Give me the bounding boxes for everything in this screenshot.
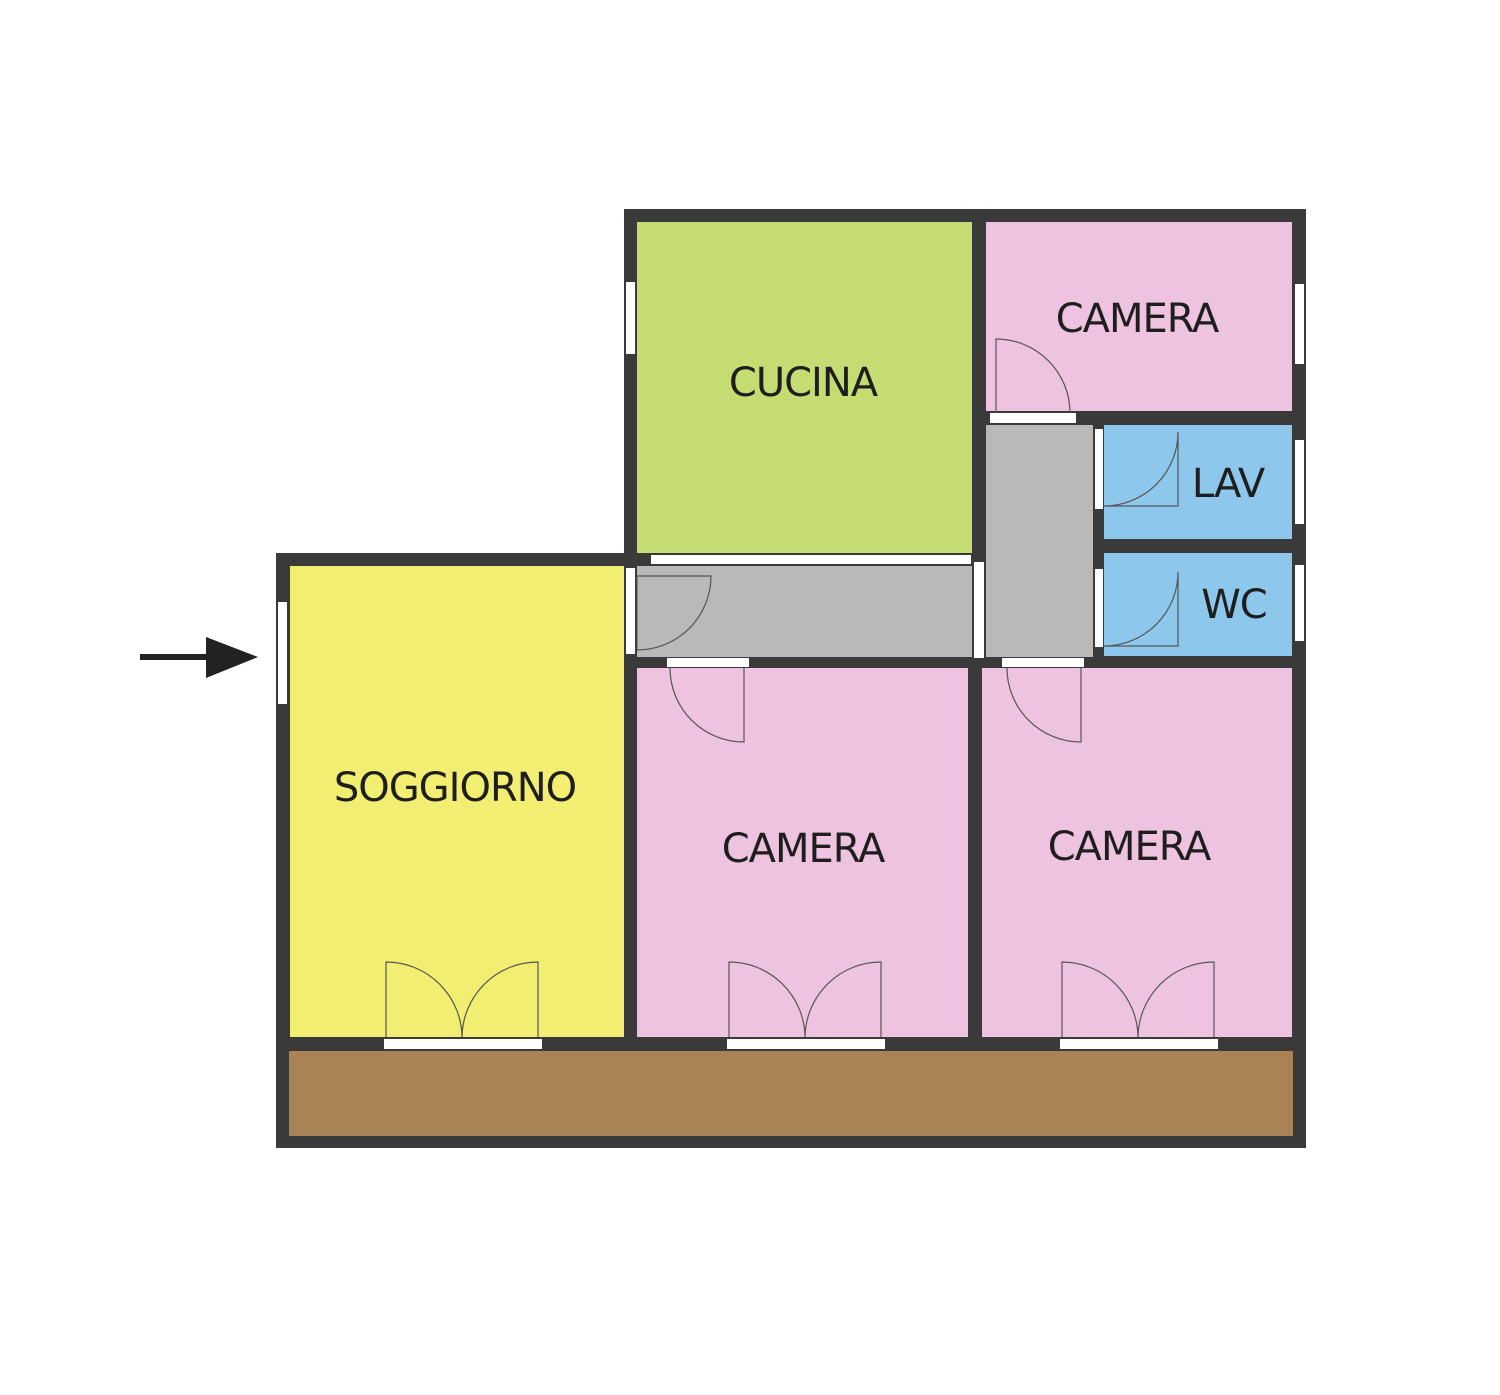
room-camera-middle (637, 668, 968, 1037)
label-soggiorno: SOGGIORNO (334, 765, 576, 811)
label-lav: LAV (1192, 461, 1266, 507)
room-cucina (637, 222, 972, 553)
label-wc: WC (1201, 582, 1266, 628)
entrance-arrow-icon (140, 637, 258, 678)
french-door-soggiorno (385, 961, 539, 1038)
label-camera-right: CAMERA (1048, 824, 1212, 870)
french-door-camera-right (1061, 961, 1215, 1038)
door-gap-wc (1095, 569, 1103, 647)
room-labels: CUCINA CAMERA LAV WC SOGGIORNO CAMERA CA… (334, 296, 1268, 872)
label-cucina: CUCINA (729, 360, 879, 406)
opening-soggiorno-corridor (626, 568, 635, 654)
french-window-soggiorno (384, 1039, 542, 1049)
rooms (289, 222, 1293, 1136)
door-gap-camera-middle (667, 658, 749, 667)
door-swing-wc (1103, 571, 1179, 647)
entrance-door-gap (278, 602, 287, 704)
openings (278, 282, 1304, 1049)
room-balcone (289, 1051, 1293, 1136)
window-wc (1295, 565, 1304, 641)
window-cucina (626, 282, 635, 354)
room-lav (1104, 425, 1292, 539)
room-camera-top (986, 222, 1292, 411)
opening-corridor-junction (974, 562, 984, 658)
door-swing-camera-middle (669, 667, 745, 743)
door-swing-camera-right (1006, 667, 1082, 743)
french-door-camera-middle (728, 961, 882, 1038)
window-camera-top (1295, 284, 1304, 364)
window-lav (1295, 440, 1304, 524)
opening-cucina-corridor (651, 555, 971, 564)
door-swings (385, 338, 1215, 1038)
door-gap-camera-right (1002, 658, 1084, 667)
label-camera-top: CAMERA (1056, 296, 1220, 342)
room-camera-right (982, 668, 1292, 1037)
room-disimpegno-vertical (986, 425, 1093, 657)
french-window-camera-right (1060, 1039, 1218, 1049)
french-window-camera-middle (727, 1039, 885, 1049)
door-swing-camera-top (995, 338, 1071, 414)
label-camera-middle: CAMERA (722, 826, 886, 872)
room-soggiorno (290, 566, 624, 1037)
door-gap-lav (1095, 429, 1103, 509)
door-swing-lav (1103, 431, 1179, 507)
room-disimpegno-horizontal (637, 566, 972, 657)
door-gap-camera-top (990, 413, 1076, 423)
door-swing-corridor (636, 575, 712, 651)
